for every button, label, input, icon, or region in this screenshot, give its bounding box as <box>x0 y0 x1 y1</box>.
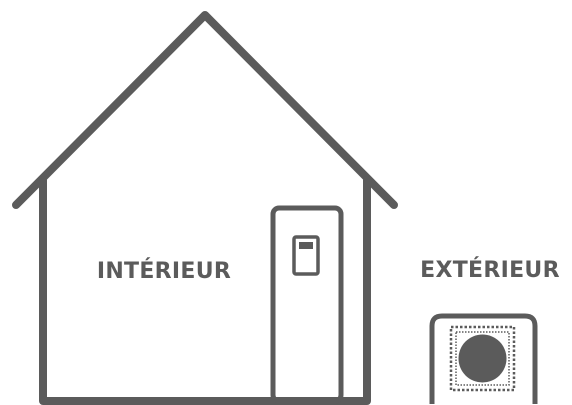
house-roof <box>16 15 394 205</box>
wall-control-panel-icon <box>294 237 318 274</box>
inside-label: INTÉRIEUR <box>97 258 231 284</box>
fan-icon <box>459 335 507 383</box>
control-panel-screen <box>299 242 313 249</box>
outside-label: EXTÉRIEUR <box>420 257 560 283</box>
heat-pump-outdoor-unit-icon <box>432 316 535 404</box>
house-walls <box>43 180 367 401</box>
